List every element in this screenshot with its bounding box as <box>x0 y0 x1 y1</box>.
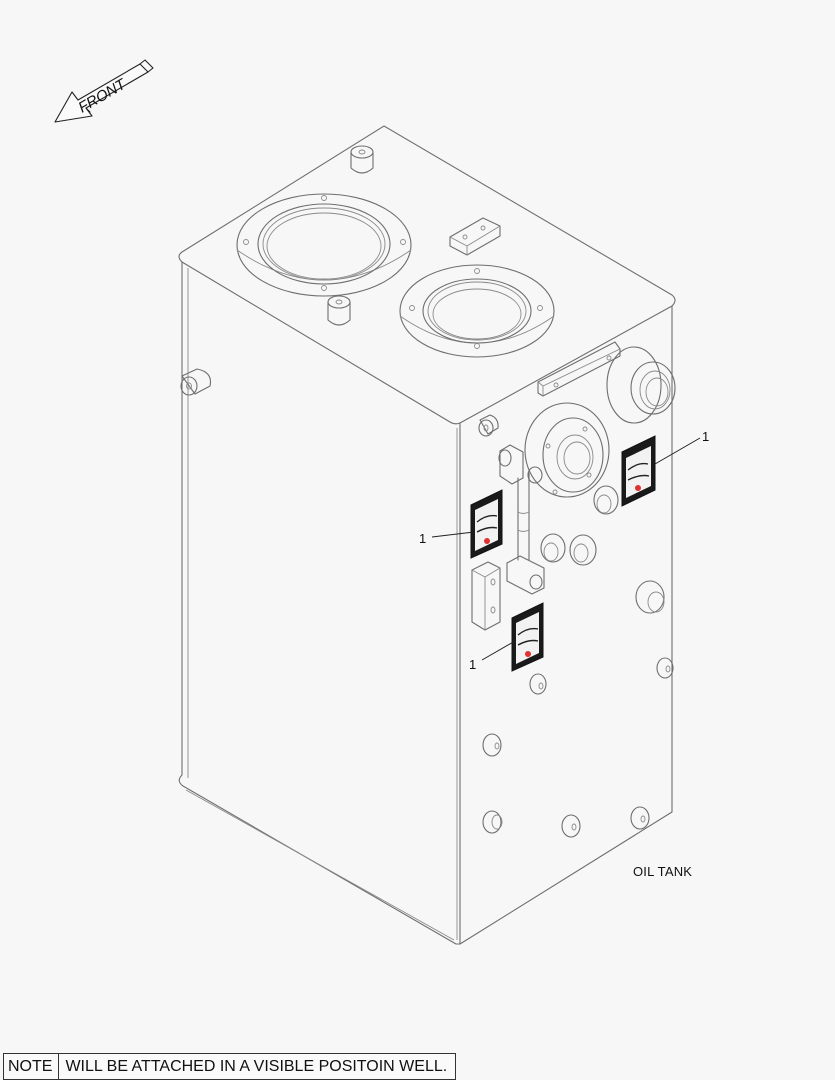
stud <box>561 814 581 838</box>
stud <box>482 810 503 834</box>
tank-body <box>178 125 676 945</box>
callout-number-left: 1 <box>419 531 427 546</box>
leader-line-right <box>654 437 701 465</box>
decal-left <box>470 489 503 559</box>
note-box: NOTE WILL BE ATTACHED IN A VISIBLE POSIT… <box>3 1053 457 1080</box>
note-label: NOTE <box>4 1054 60 1079</box>
port <box>593 485 619 515</box>
stud <box>630 806 650 830</box>
port <box>635 580 665 614</box>
port <box>540 533 566 563</box>
front-label: FRONT <box>76 75 131 116</box>
note-text: WILL BE ATTACHED IN A VISIBLE POSITOIN W… <box>65 1058 448 1075</box>
stud <box>482 733 502 757</box>
top-fittings <box>236 145 555 358</box>
callout-number-lower: 1 <box>469 657 477 672</box>
stud <box>529 673 547 695</box>
leader-line-left <box>431 531 475 538</box>
port <box>569 534 597 566</box>
left-face-boss <box>180 368 212 396</box>
stud <box>656 657 674 679</box>
front-fittings <box>471 341 676 838</box>
decal-lower <box>511 602 544 672</box>
decal-right <box>621 435 656 507</box>
diagram-title: OIL TANK <box>633 864 693 879</box>
front-arrow-icon: FRONT <box>54 59 154 123</box>
leader-line-lower <box>481 640 516 661</box>
callout-number-right: 1 <box>702 429 710 444</box>
